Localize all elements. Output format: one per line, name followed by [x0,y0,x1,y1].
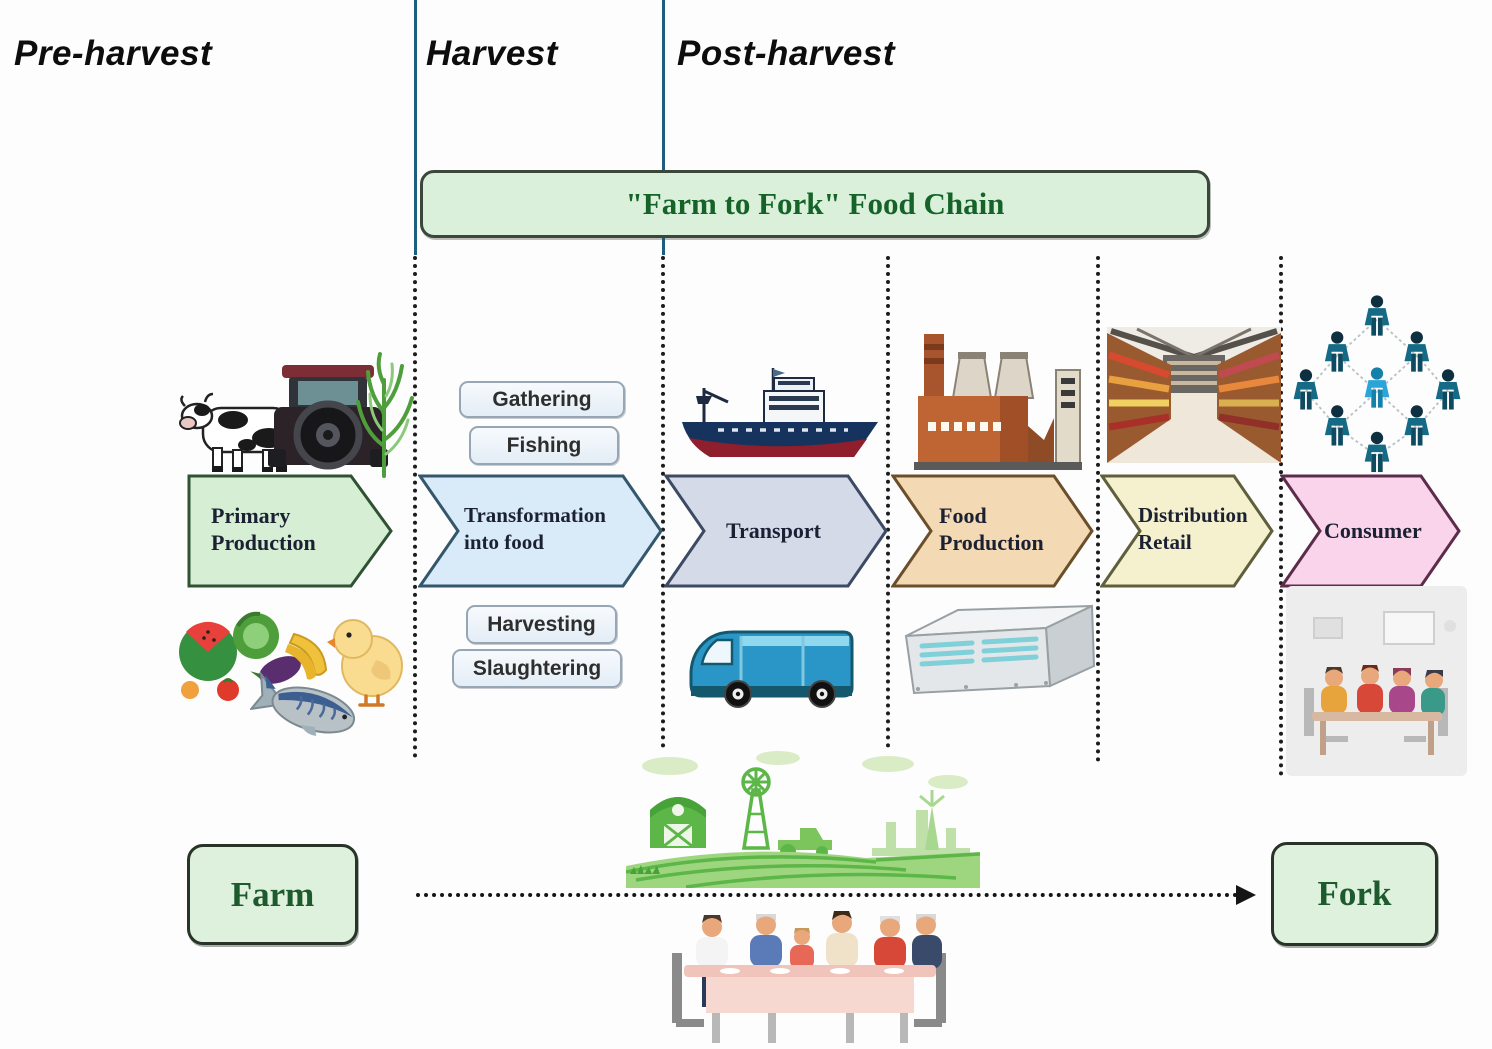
fish-icon [250,671,356,736]
factory-icon [914,334,1082,470]
stage-separator-3 [886,256,890,748]
stage-label-line: Primary [211,503,291,528]
stage-label-line: Transport [726,518,821,543]
cargo-ship-icon [682,368,878,457]
phase-divider-line-2 [662,0,665,255]
tag-fishing: Fishing [469,426,619,465]
phase-label-pre-harvest: Pre-harvest [14,34,213,73]
tag-harvesting: Harvesting [466,605,617,644]
stage-transformation-into-food: Transformation into food [418,474,663,588]
crop-plant-icon [356,352,414,478]
phase-label-harvest: Harvest [426,34,558,73]
delivery-van-icon [689,630,854,708]
fruits-vegetables-icon [179,611,328,701]
banner-title: "Farm to Fork" Food Chain [625,186,1005,221]
stage-label-line: into food [464,530,544,554]
stage-primary-production: Primary Production [187,474,393,588]
family-dining-illustration [1286,586,1467,776]
people-network-icon [1293,295,1461,473]
stage-label-line: Production [211,530,316,555]
phase-label-post-harvest: Post-harvest [677,34,896,73]
stage-separator-1 [413,256,417,758]
family-dinner-table-illustration [672,911,946,1043]
stage-label-line: Food [939,503,987,528]
tag-slaughtering: Slaughtering [452,649,622,688]
supermarket-aisle-photo [1107,327,1281,463]
stage-label-line: Transformation [464,503,606,527]
chick-icon [327,619,403,707]
arrow-head [1236,885,1256,905]
stage-transport: Transport [664,474,888,588]
cow-icon [179,392,300,472]
stage-separator-5 [1279,256,1283,776]
farm-box: Farm [187,844,358,945]
tractor-icon [268,365,388,470]
stage-separator-4 [1096,256,1100,762]
stage-label-line: Distribution [1138,503,1248,527]
stage-consumer: Consumer [1280,474,1461,588]
phase-divider-line-1 [414,0,417,255]
stage-label-line: Consumer [1324,518,1422,543]
stage-label-line: Retail [1138,530,1192,554]
refrigerated-warehouse-icon [904,604,1096,695]
farm-to-fork-arrow [416,893,1238,897]
stage-distribution-retail: Distribution Retail [1100,474,1274,588]
stage-separator-2 [661,256,665,748]
tag-gathering: Gathering [459,381,625,418]
stage-food-production: Food Production [891,474,1094,588]
fork-box: Fork [1271,842,1438,946]
title-banner: "Farm to Fork" Food Chain [420,170,1210,238]
stage-label-line: Production [939,530,1044,555]
green-farm-landscape-illustration [626,751,980,888]
